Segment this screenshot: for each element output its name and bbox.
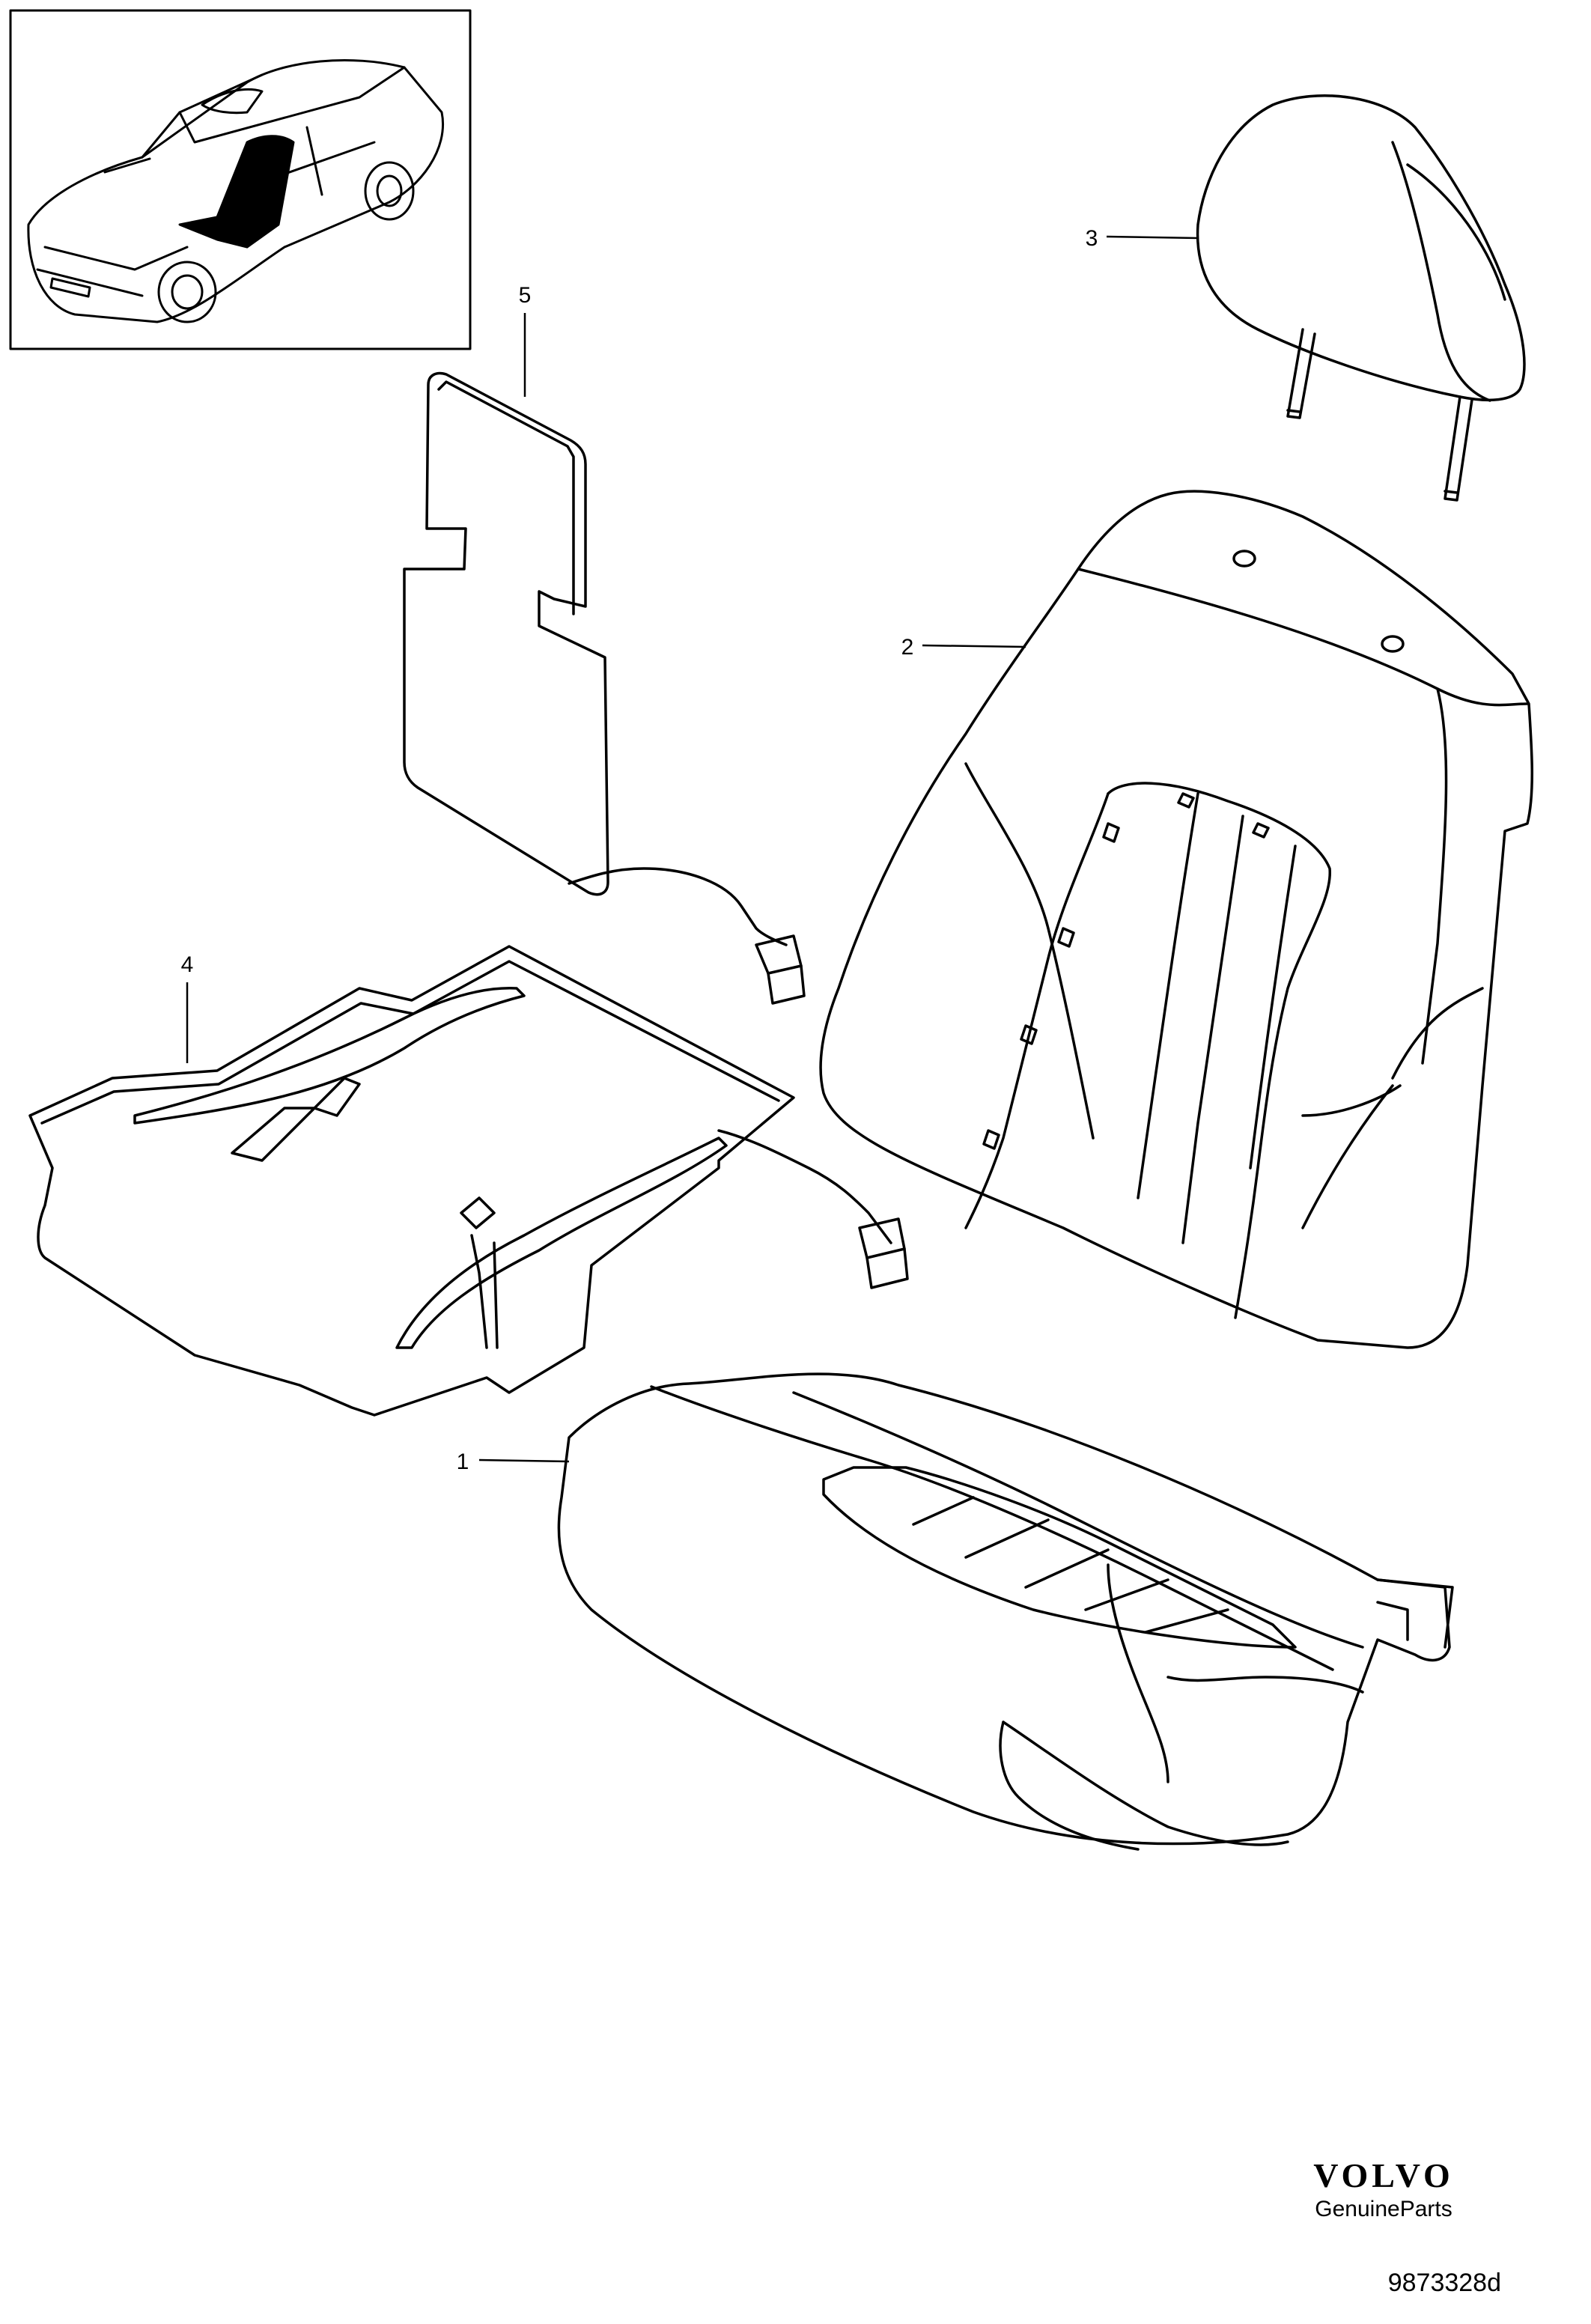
callout-3: 3 xyxy=(1086,226,1098,251)
volvo-brand-mark: VOLVO GenuineParts xyxy=(1260,2156,1507,2224)
callout-2: 2 xyxy=(901,635,914,660)
callout-leaders xyxy=(186,235,1199,1463)
seat-highlight xyxy=(178,135,295,249)
callout-5: 5 xyxy=(519,283,532,308)
drawing-number: 9873328d xyxy=(1387,2269,1501,2297)
part-1-cushion-cover xyxy=(557,1372,1454,1851)
inset-frame xyxy=(9,9,472,350)
part-5-backrest-heater xyxy=(403,371,806,1005)
callout-4: 4 xyxy=(181,952,194,977)
part-2-backrest-cover xyxy=(819,490,1534,1349)
part-3-headrest xyxy=(1196,94,1526,502)
brand-subtitle: GenuineParts xyxy=(1315,2197,1452,2221)
car-locator-inset xyxy=(9,9,472,350)
brand-logo: VOLVO xyxy=(1313,2156,1454,2194)
callout-1: 1 xyxy=(457,1450,469,1474)
part-4-cushion-heater xyxy=(28,945,909,1417)
